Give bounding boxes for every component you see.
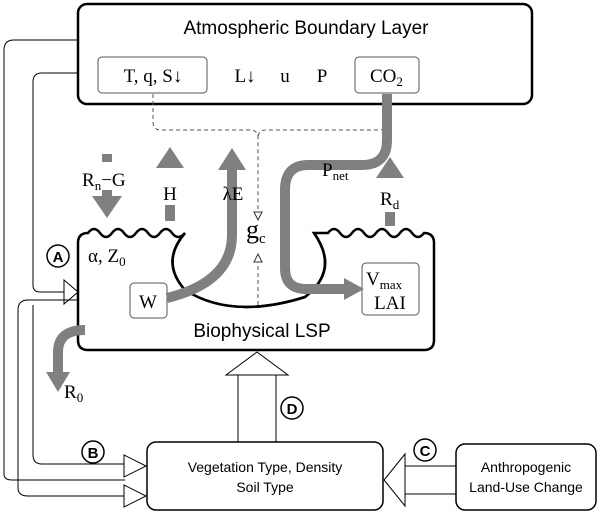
latent-arrowhead — [218, 148, 246, 170]
lai-label: LAI — [374, 293, 406, 314]
gc-bottom-arrowhead — [253, 252, 263, 263]
dashed-from-forcing — [152, 94, 259, 212]
rd-shaft-bottom — [385, 212, 395, 226]
rn-shaft-top — [102, 154, 112, 162]
pnet-arrowhead — [344, 278, 364, 300]
connector-c-arrowhead — [383, 452, 406, 508]
label-a: A — [53, 249, 64, 266]
label-a-circle — [46, 244, 70, 268]
label-c: C — [420, 443, 431, 460]
co2-sub: 2 — [396, 74, 403, 89]
label-c-circle — [413, 438, 437, 462]
co2-box — [354, 56, 420, 94]
forcing-label: T, q, S↓ — [124, 66, 183, 87]
gc-top-arrowhead — [253, 211, 263, 222]
water-box — [129, 282, 168, 319]
vmax-sub: max — [380, 277, 403, 292]
connector-a-outer — [32, 72, 78, 293]
runoff-base: R — [64, 382, 77, 403]
vegetation-line1: Vegetation Type, Density — [188, 459, 343, 475]
rd-sub: d — [393, 197, 400, 212]
h-arrowhead — [156, 147, 184, 168]
albedo-base: α, Z — [88, 246, 119, 267]
connector-d-arrowhead — [224, 351, 290, 376]
longwave-label: L↓ — [234, 66, 255, 87]
pnet-label: Pnet — [322, 160, 349, 183]
vegetation-box — [146, 441, 384, 511]
vmax-base: V — [366, 269, 380, 290]
co2-base: CO — [370, 66, 396, 87]
rn-rest: −G — [101, 170, 126, 191]
latent-flux-path — [165, 170, 237, 303]
rd-base: R — [380, 189, 393, 210]
runoff-arrowhead — [46, 372, 70, 392]
pnet-sub: net — [333, 168, 349, 183]
label-b: B — [88, 445, 99, 462]
gc-base: g — [246, 215, 259, 244]
connector-b-arrowhead-upper — [123, 454, 148, 478]
forcing-box — [97, 56, 208, 94]
rd-arrowhead — [376, 157, 404, 178]
vegetation-line2: Soil Type — [236, 479, 294, 495]
biophysical-title: Biophysical LSP — [193, 321, 330, 342]
gc-sub: c — [259, 231, 266, 247]
biophysical-box — [76, 227, 436, 352]
rn-label: Rn−G — [82, 170, 126, 193]
albedo-label: α, Z0 — [88, 246, 126, 269]
label-d-circle — [280, 396, 304, 420]
connector-c-shaft — [405, 465, 456, 495]
rn-arrowhead — [92, 196, 122, 218]
vmax-label: Vmax — [366, 269, 403, 292]
landuse-line2: Land-Use Change — [469, 479, 583, 495]
rn-sub: n — [95, 178, 102, 193]
rd-label: Rd — [380, 189, 400, 212]
connector-b-line2 — [32, 305, 125, 465]
landuse-line1: Anthropogenic — [481, 459, 571, 475]
rn-base: R — [82, 170, 95, 191]
latent-label: λE — [223, 184, 244, 205]
connector-d-shaft — [237, 375, 277, 442]
wind-label: u — [280, 66, 290, 87]
rn-shaft-mid — [102, 190, 112, 196]
atmosphere-title: Atmospheric Boundary Layer — [183, 18, 429, 39]
connector-a-arrowhead — [63, 278, 79, 306]
pnet-flux-path — [280, 94, 392, 294]
h-label: H — [163, 184, 177, 205]
runoff-path — [53, 325, 86, 372]
label-d: D — [287, 401, 298, 418]
pnet-base: P — [322, 160, 333, 181]
cavity-curve — [171, 232, 327, 309]
runoff-label: R0 — [64, 382, 83, 405]
connector-a-inner — [3, 39, 125, 481]
gc-label: gc — [246, 215, 266, 247]
connector-b-line — [17, 299, 125, 497]
landuse-box — [455, 443, 597, 511]
precip-label: P — [317, 66, 328, 87]
runoff-sub: 0 — [77, 390, 84, 405]
h-shaft-bottom — [165, 205, 175, 221]
connector-b-arrowhead-lower — [123, 484, 148, 508]
water-label: W — [139, 292, 157, 313]
albedo-sub: 0 — [119, 254, 126, 269]
label-b-circle — [81, 440, 105, 464]
co2-label: CO2 — [370, 66, 403, 89]
